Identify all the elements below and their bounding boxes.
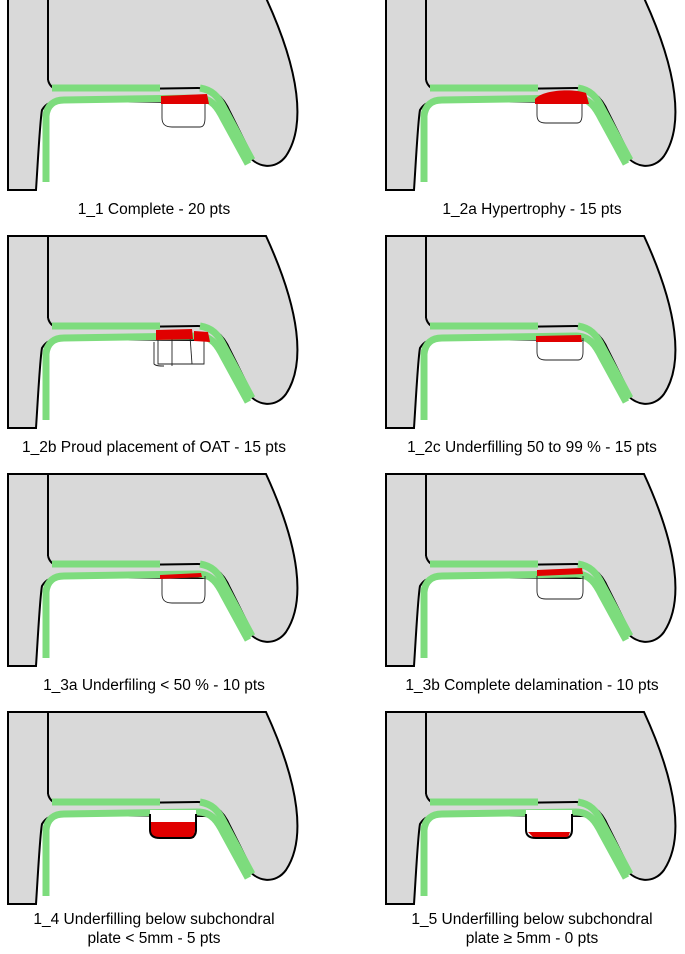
caption-1-2b: 1_2b Proud placement of OAT - 15 pts — [22, 439, 286, 456]
repair-tissue-fill — [536, 335, 582, 342]
caption-1-1: 1_1 Complete - 20 pts — [77, 201, 231, 218]
caption-1-4: 1_4 Underfilling below subchondral plate… — [33, 911, 275, 947]
repair-tissue-fill — [156, 329, 193, 340]
diagram-1-2c — [382, 238, 682, 428]
repair-tissue-fill — [528, 832, 570, 838]
diagram-1-3a — [4, 476, 304, 666]
repair-tissue-fill — [161, 94, 209, 104]
caption-1-5: 1_5 Underfilling below subchondral plate… — [411, 911, 653, 947]
repair-tissue-fill — [535, 90, 589, 104]
caption-1-2c: 1_2c Underfilling 50 to 99 % - 15 pts — [407, 439, 657, 456]
repair-tissue-fill — [150, 822, 196, 838]
repair-tissue-fill — [194, 331, 210, 342]
diagram-1-5 — [382, 714, 682, 904]
diagram-1-1 — [4, 0, 304, 190]
defect-cavity — [526, 810, 572, 838]
repair-tissue-fill — [537, 568, 583, 576]
diagram-1-4 — [4, 714, 304, 904]
diagram-1-2b — [4, 238, 304, 428]
diagram-1-3b — [382, 476, 682, 666]
caption-1-2a: 1_2a Hypertrophy - 15 pts — [442, 201, 622, 218]
caption-1-3a: 1_3a Underfiling < 50 % - 10 pts — [43, 677, 265, 694]
diagram-1-2a — [382, 0, 682, 190]
repair-tissue-fill — [160, 573, 202, 579]
caption-1-3b: 1_3b Complete delamination - 10 pts — [405, 677, 659, 694]
